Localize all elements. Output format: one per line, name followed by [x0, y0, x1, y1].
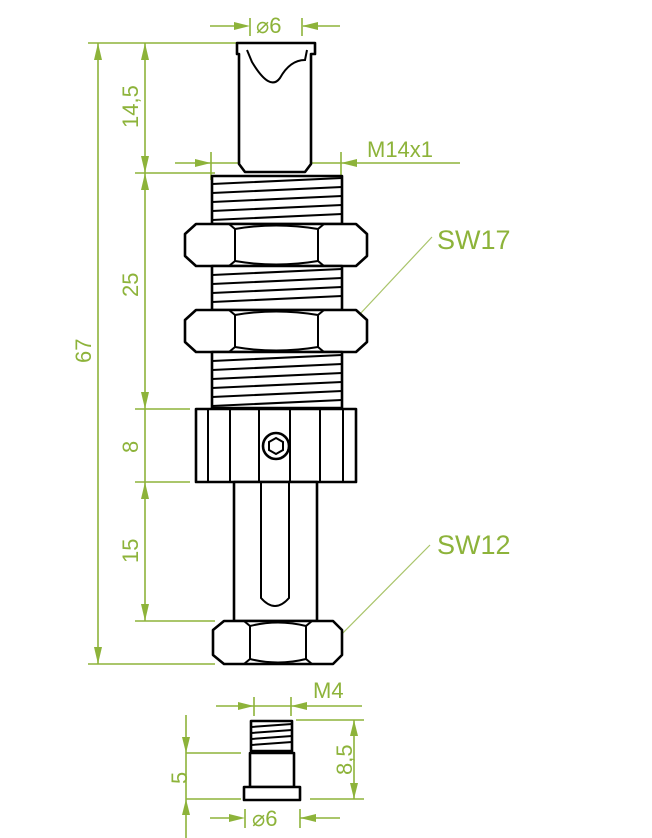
- label-small-diameter: ⌀6: [252, 806, 277, 831]
- label-len-tip: 14,5: [118, 85, 143, 128]
- hex-nut-sw17-lower: [183, 308, 369, 354]
- thread-upper: [210, 174, 344, 226]
- label-len-shank: 15: [118, 539, 143, 563]
- dimension-lines: [88, 18, 460, 838]
- label-thread-small: M4: [313, 678, 344, 703]
- label-len-thread: 25: [118, 273, 143, 297]
- callout-sw12: SW12: [437, 530, 511, 560]
- hex-nut-sw12: [211, 619, 344, 666]
- label-len-total: 67: [71, 339, 96, 363]
- label-len-knurl: 8: [118, 441, 143, 453]
- label-small-height-body: 5: [167, 772, 192, 784]
- callout-sw17: SW17: [437, 225, 511, 255]
- small-screw: [242, 719, 302, 802]
- label-thread-main: M14x1: [367, 137, 433, 162]
- dimension-labels: ⌀6 M14x1 14,5 25 67 8 15 SW17 SW12 M4 8,…: [71, 13, 511, 831]
- label-top-diameter: ⌀6: [256, 13, 281, 38]
- main-part: [183, 41, 369, 666]
- label-small-height-total: 8,5: [332, 744, 357, 775]
- hex-nut-sw17-upper: [183, 222, 369, 268]
